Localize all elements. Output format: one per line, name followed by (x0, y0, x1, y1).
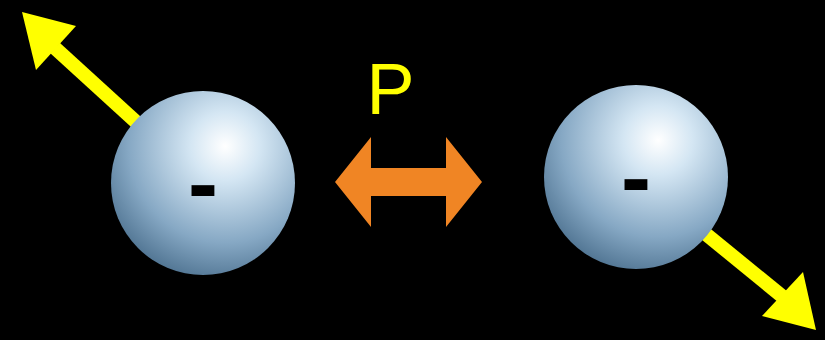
edge-label: P (366, 53, 414, 125)
electron-sphere: - (544, 85, 728, 269)
charge-sign: - (188, 138, 218, 228)
momentum-arrow (335, 137, 482, 227)
spin-arrowhead (22, 12, 76, 70)
charge-sign: - (621, 132, 651, 222)
electron-sphere: - (111, 91, 295, 275)
spin-arrowhead (762, 272, 816, 330)
